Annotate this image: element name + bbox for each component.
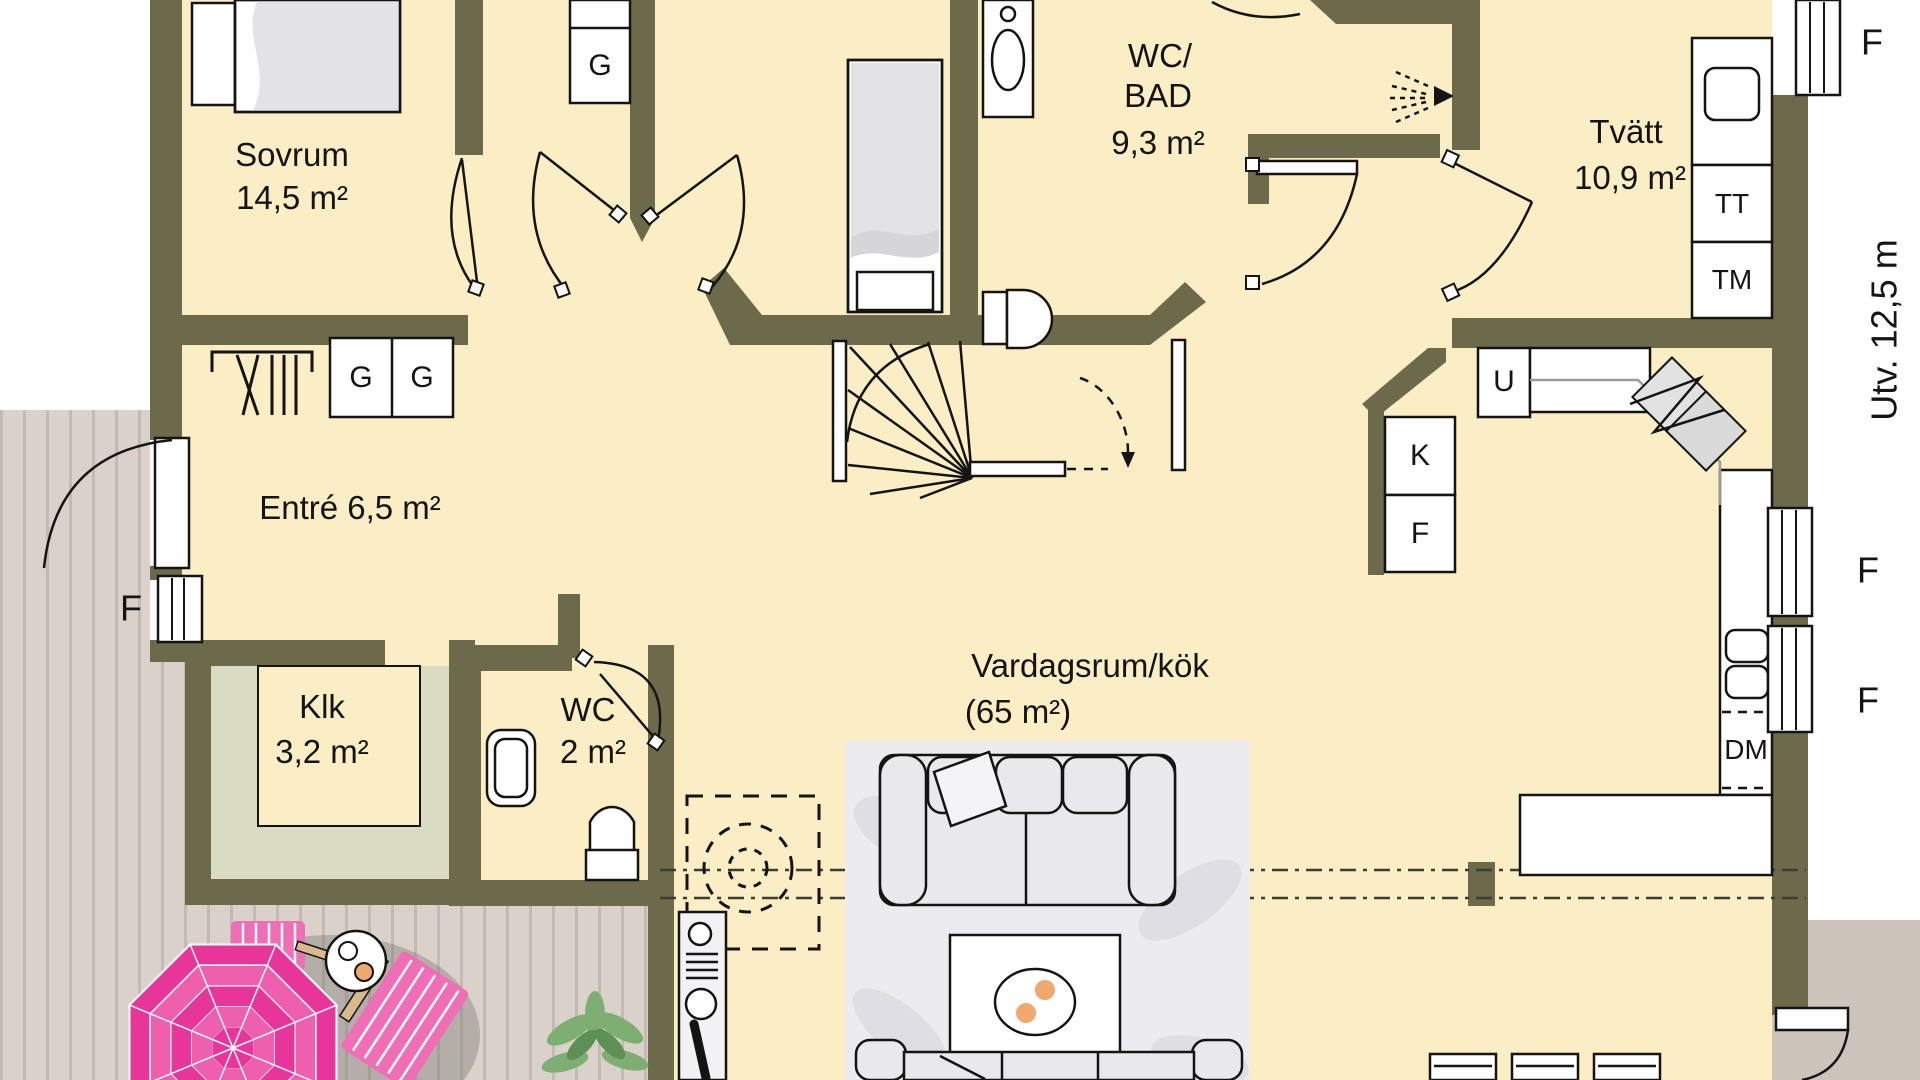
cabinet-label-wardrobe-right: G: [410, 360, 434, 394]
coat-rack-icon: [210, 350, 314, 416]
kitchen-sink: [1724, 628, 1770, 700]
potted-plant: [541, 991, 649, 1073]
stairs: [831, 339, 1067, 500]
room-label-klk: Klk: [299, 688, 345, 726]
window-right-lower: [1766, 624, 1814, 734]
door-hinges-2: [1245, 148, 1461, 303]
window-label-left: F: [120, 587, 142, 629]
toilet-bathroom: [981, 288, 1054, 350]
outside-top-left: [0, 0, 150, 410]
room-area-klk: 3,2 m²: [275, 733, 369, 771]
window-label-top-right: F: [1861, 21, 1883, 63]
cabinet-label-wardrobe-hall: G: [588, 48, 612, 82]
room-label-wcbad-1: WC/: [1127, 37, 1193, 75]
room-label-tvatt: Tvätt: [1589, 113, 1663, 151]
patio-table: [324, 929, 388, 993]
stair-walk-line: [1067, 376, 1130, 471]
appliance-label-dishwasher: DM: [1724, 733, 1768, 765]
room-label-entre: Entré 6,5 m²: [259, 489, 441, 527]
bathtub-edge: [1211, 0, 1301, 19]
doors-back-hall: [1255, 159, 1534, 294]
window-label-right-lower: F: [1857, 679, 1879, 721]
wc-fixtures: [485, 728, 640, 882]
appliance-label-dryer: TT: [1714, 187, 1750, 219]
cabinet-label-freezer: F: [1410, 516, 1430, 550]
sofa-2: [854, 1038, 1244, 1080]
room-area-vardagsrum: (65 m²): [964, 693, 1072, 731]
bathroom-sink: [981, 0, 1035, 119]
wc-door: [593, 660, 662, 743]
stair-arrow: [1121, 452, 1135, 468]
parasol: [128, 943, 338, 1080]
window-top-right: [1794, 0, 1842, 97]
room-label-sovrum: Sovrum: [235, 136, 349, 174]
deck-left: [0, 410, 648, 1080]
heater-unit: [677, 910, 728, 1080]
exterior-dimension-label: Utv. 12,5 m: [1863, 239, 1905, 421]
stair-rail: [1170, 338, 1187, 472]
room-area-wcbad: 9,3 m²: [1111, 124, 1205, 162]
stove-icon: [1629, 355, 1748, 473]
deck-bottom-right: [1772, 920, 1920, 1080]
room-label-vardagsrum: Vardagsrum/kök: [971, 647, 1209, 685]
doors-hall: [450, 151, 746, 291]
patio-door: [1774, 1006, 1850, 1080]
room-area-tvatt: 10,9 m²: [1574, 159, 1686, 197]
room-area-wc: 2 m²: [560, 733, 626, 771]
fireplace-option: [685, 794, 821, 951]
wardrobe-entre: [328, 336, 455, 419]
room-label-wcbad-2: BAD: [1124, 77, 1192, 115]
wardrobe-hall: [568, 0, 632, 105]
dining-chairs: [1428, 1052, 1662, 1080]
cabinet-label-fridge: K: [1409, 438, 1431, 472]
laundry-appliances: [1690, 36, 1774, 320]
room-label-wc: WC: [560, 691, 616, 729]
dishwasher-dashes: [1722, 710, 1770, 790]
cabinet-label-wardrobe-left: G: [349, 360, 373, 394]
sofa: [878, 750, 1177, 907]
klk-floor: [257, 665, 421, 827]
cabinet-label-oven: U: [1493, 364, 1515, 398]
door-hinges: [467, 204, 715, 299]
window-label-right-upper: F: [1857, 549, 1879, 591]
appliance-label-washer: TM: [1711, 263, 1753, 295]
shower-icon: [1390, 70, 1454, 124]
entrance-door: [42, 436, 191, 570]
single-bed: [846, 58, 944, 314]
double-bed: [190, 0, 402, 114]
window-right-upper: [1766, 506, 1814, 618]
wc-door-hinges: [574, 648, 666, 752]
room-area-sovrum: 14,5 m²: [236, 179, 348, 217]
window-left: [156, 574, 204, 644]
